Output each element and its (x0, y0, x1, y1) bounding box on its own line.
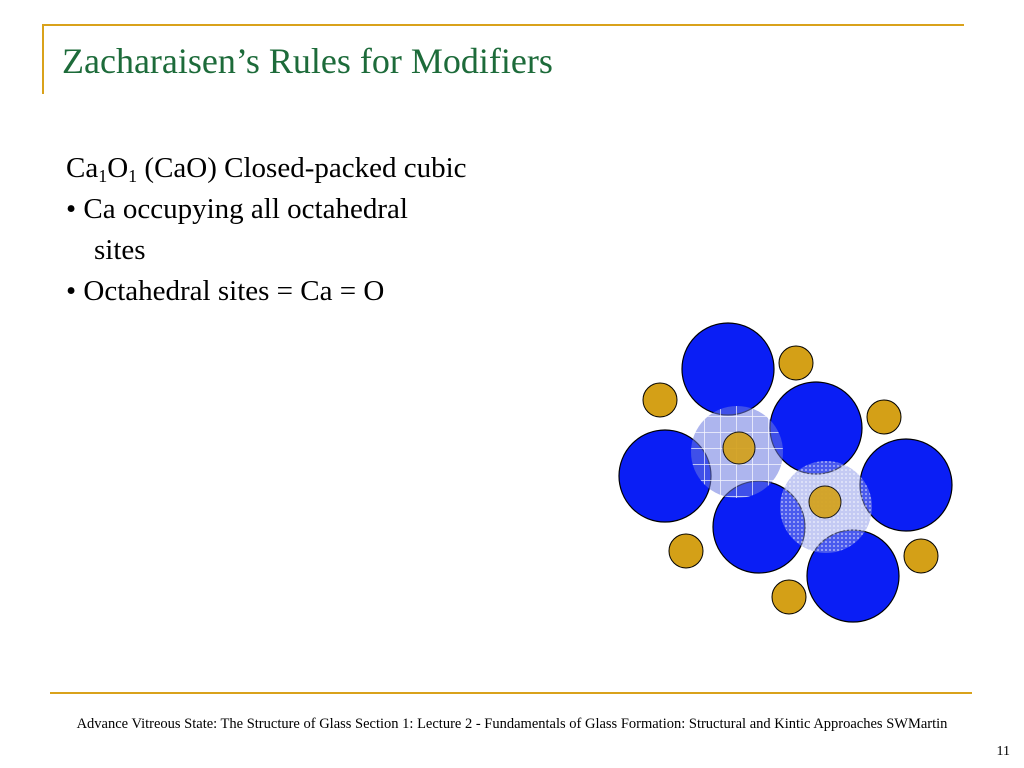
cao-structure-diagram (618, 322, 953, 623)
title-frame-top-rule (42, 24, 964, 26)
slide-title: Zacharaisen’s Rules for Modifiers (62, 41, 553, 81)
formula-o: O (107, 152, 129, 184)
formula-o-subscript: 1 (128, 166, 138, 186)
o-atom (769, 381, 863, 475)
footer-course: Advance Vitreous State: The Structure of… (76, 716, 352, 732)
formula-ca-subscript: 1 (98, 166, 108, 186)
formula-description: (CaO) Closed-packed cubic (137, 152, 467, 184)
ca-atom-octahedral (808, 485, 842, 519)
o-atom (859, 438, 953, 532)
formula-line: Ca1O1 (CaO) Closed-packed cubic (66, 148, 586, 189)
formula-ca: Ca (66, 152, 99, 184)
footer-section: Section 1: Lecture 2 - Fundamentals of G… (355, 716, 948, 732)
ca-atom (668, 533, 704, 569)
ca-atom (771, 579, 807, 615)
slide-body: Ca1O1 (CaO) Closed-packed cubic • Ca occ… (66, 148, 586, 312)
footer: Advance Vitreous State: The Structure of… (10, 716, 1014, 733)
bullet-ca-octahedral: • Ca occupying all octahedral (66, 193, 408, 225)
ca-atom (866, 399, 902, 435)
ca-atom (903, 538, 939, 574)
bullet-octahedral-sites: • Octahedral sites = Ca = O (66, 275, 385, 307)
title-frame-left-rule (42, 24, 44, 94)
o-atom (681, 322, 775, 416)
ca-atom-octahedral (722, 431, 756, 465)
page-number: 11 (996, 744, 1010, 759)
bullet-ca-octahedral-continued: sites (94, 234, 146, 266)
ca-atom (642, 382, 678, 418)
footer-rule (50, 692, 972, 694)
ca-atom (778, 345, 814, 381)
